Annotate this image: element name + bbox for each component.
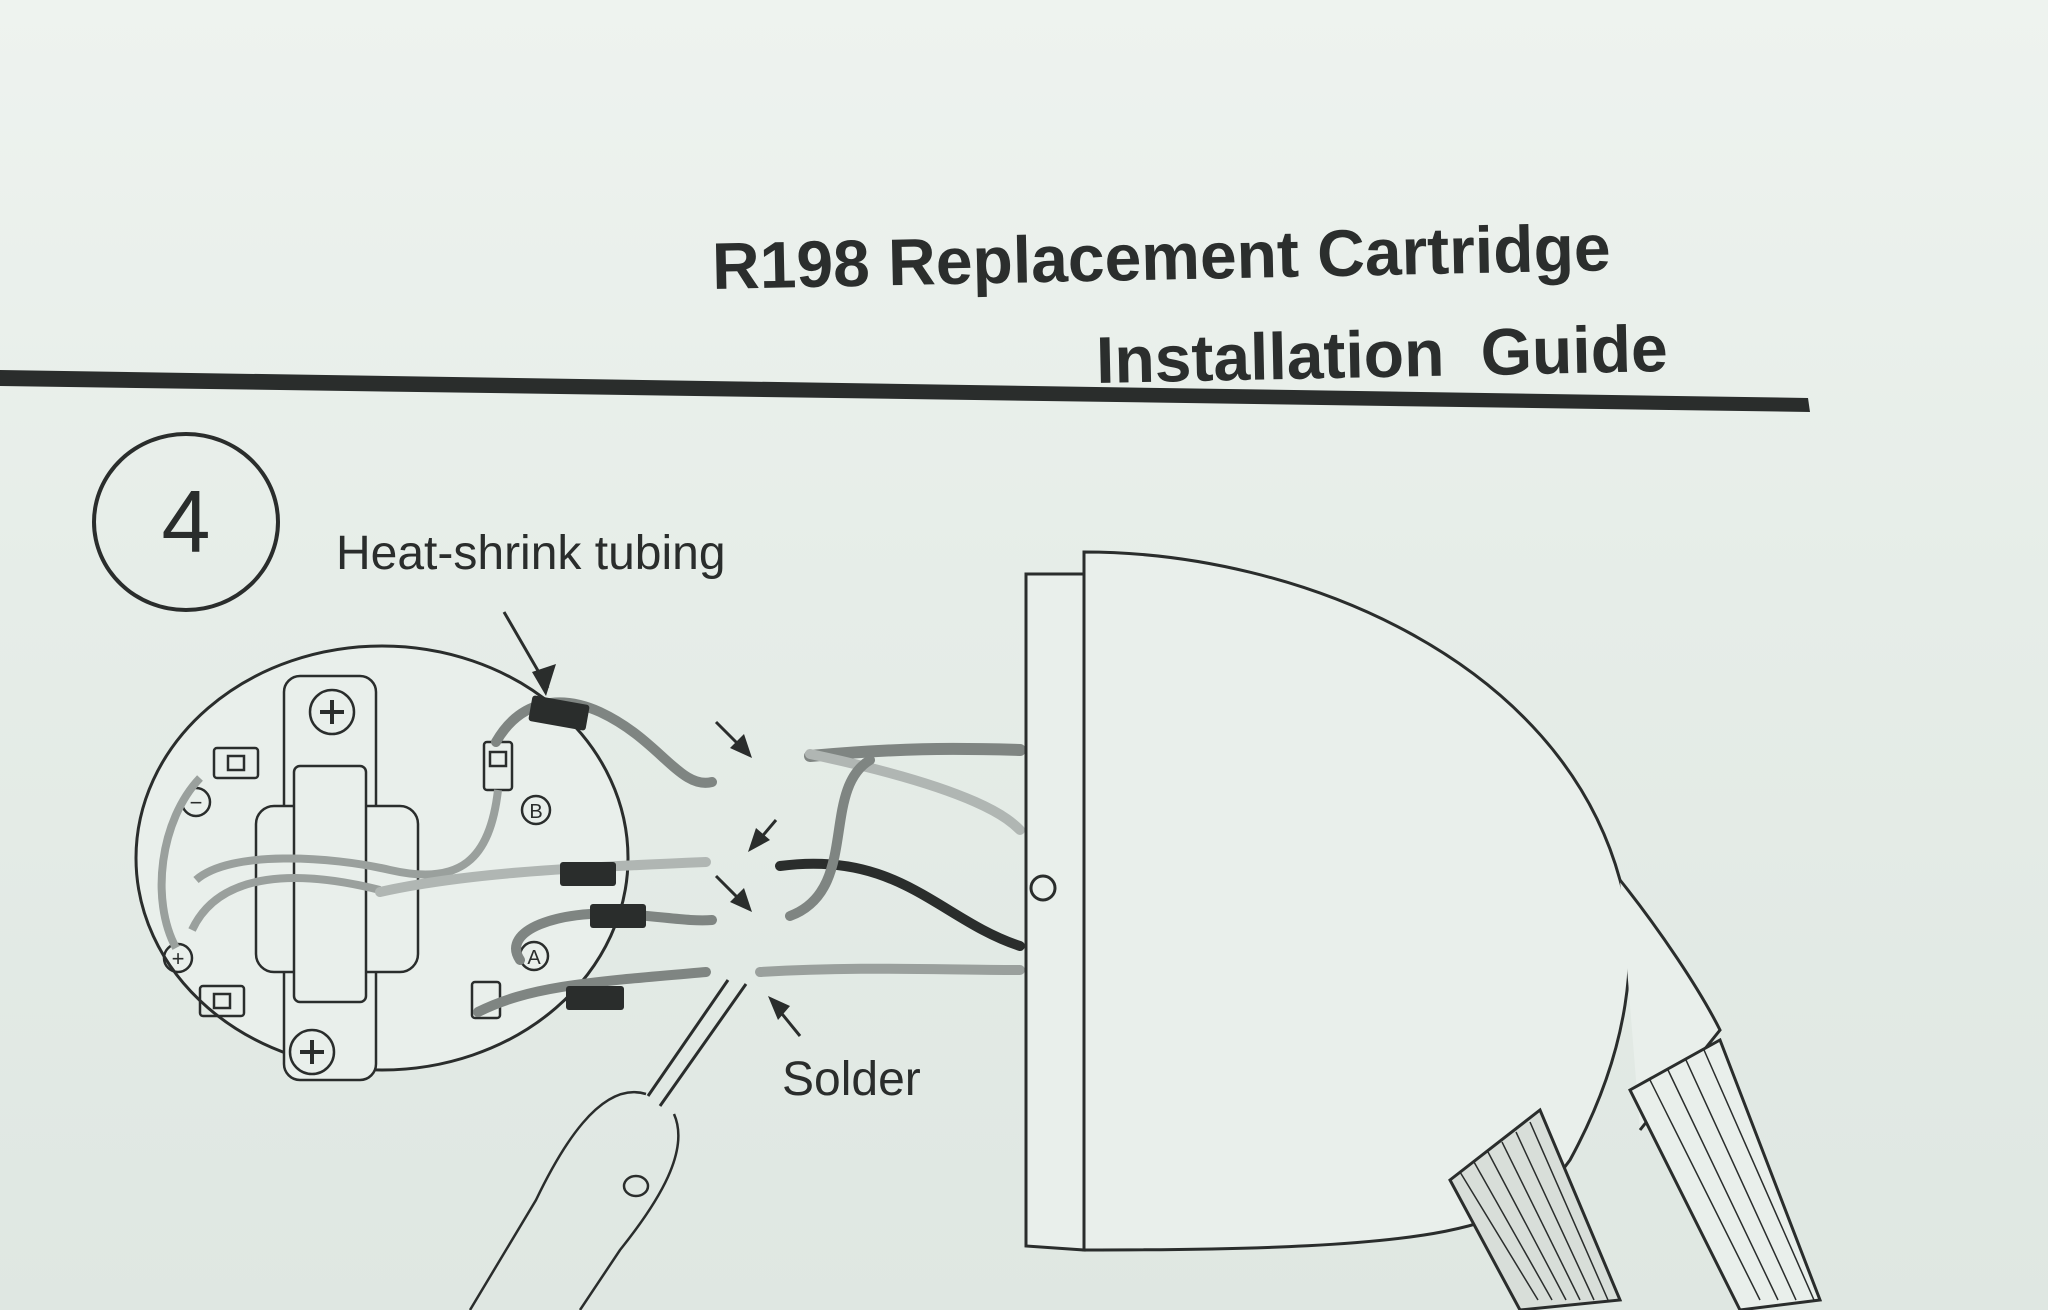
heat-shrink-label: Heat-shrink tubing xyxy=(336,527,726,580)
heat-shrink-sleeves xyxy=(528,695,646,1010)
b-marker: B xyxy=(529,801,542,823)
lamp-housing xyxy=(1024,550,1823,1310)
soldering-iron xyxy=(468,979,748,1310)
coil-wires xyxy=(157,775,502,950)
cartridge-base xyxy=(134,644,630,1082)
thread-lines xyxy=(1459,1049,1815,1301)
a-marker: A xyxy=(527,947,541,969)
pointer-arrows xyxy=(502,611,802,1037)
step-number-circle: 4 xyxy=(92,432,280,612)
minus-marker: − xyxy=(190,790,203,815)
plus-marker: + xyxy=(172,946,185,971)
solder-label: Solder xyxy=(782,1053,921,1106)
step-number: 4 xyxy=(161,472,211,571)
lamp-wires xyxy=(755,742,1026,977)
